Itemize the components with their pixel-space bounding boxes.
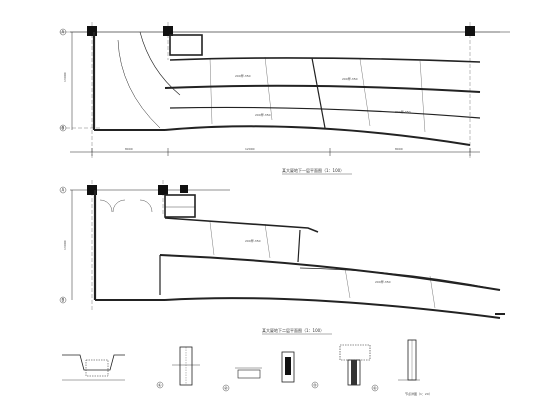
upper-dim-2: 12000 [245, 147, 255, 151]
detail-caption: 节点详图（1：20） [405, 391, 432, 396]
detail-no-3: ③ [313, 383, 317, 388]
lower-plan-texts: A B 13000 200厚-350 200厚-350 某大厦地下二层平面图（1… [62, 188, 391, 335]
detail-texts: ① ② ③ ④ 节点详图（1：20） [158, 383, 432, 397]
upper-slab-label-3: 200厚-350 [255, 112, 271, 117]
upper-axis-a: A [62, 30, 65, 35]
upper-dim-vertical: 13000 [63, 72, 67, 82]
lower-axis-b: B [62, 298, 65, 303]
lower-dim-vertical: 13000 [63, 240, 67, 250]
upper-dim-1: 8000 [125, 147, 133, 151]
lower-slab-label-1: 200厚-350 [245, 238, 261, 243]
detail-nodes [62, 339, 420, 392]
upper-plan-texts: A B 13000 8000 12000 8000 200厚-350 200厚-… [62, 30, 411, 175]
upper-floor-plan [59, 22, 510, 160]
detail-no-2: ② [224, 386, 228, 391]
upper-dim-3: 8000 [395, 147, 403, 151]
detail-no-1: ① [158, 383, 162, 388]
lower-plan-title: 某大厦地下二层平面图（1：100） [262, 327, 324, 333]
upper-slab-label-1: 200厚-350 [235, 73, 251, 78]
upper-axis-b: B [62, 126, 65, 131]
upper-plan-title: 某大厦地下一层平面图（1：100） [282, 167, 344, 173]
lower-axis-a: A [62, 188, 65, 193]
lower-floor-plan [59, 180, 505, 319]
upper-slab-label-4: 200厚-350 [395, 109, 411, 114]
upper-slab-label-2: 200厚-350 [342, 76, 358, 81]
lower-slab-label-2: 200厚-350 [375, 279, 391, 284]
detail-no-4: ④ [373, 386, 377, 391]
